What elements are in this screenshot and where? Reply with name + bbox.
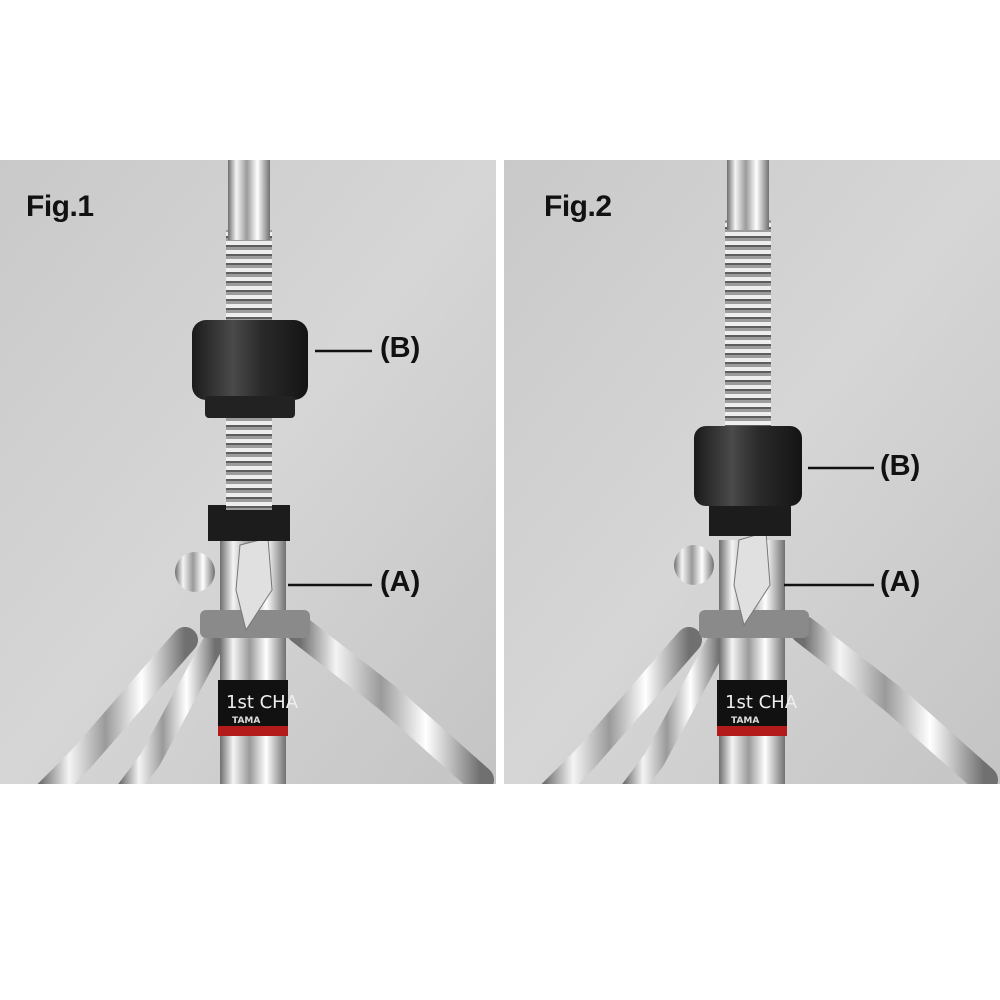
- callout-a: (A): [880, 566, 921, 598]
- brand-text: 1st CHA: [725, 692, 798, 713]
- callout-b: (B): [880, 450, 921, 482]
- figure-1-photo: 1st CHA TAMA: [0, 160, 496, 784]
- logo-text: TAMA: [232, 716, 260, 726]
- callout-b: (B): [380, 332, 421, 364]
- figure-2-photo: 1st CHA TAMA: [504, 160, 1000, 784]
- figure-1-title: Fig.1: [26, 190, 94, 223]
- figure-1-panel: 1st CHA TAMA Fig.1 (B) (A): [0, 160, 496, 784]
- callout-a: (A): [380, 566, 421, 598]
- brand-text: 1st CHA: [226, 692, 299, 713]
- logo-text: TAMA: [731, 716, 759, 726]
- figure-2-panel: 1st CHA TAMA Fig.2 (B) (A): [504, 160, 1000, 784]
- figure-2-title: Fig.2: [544, 190, 612, 223]
